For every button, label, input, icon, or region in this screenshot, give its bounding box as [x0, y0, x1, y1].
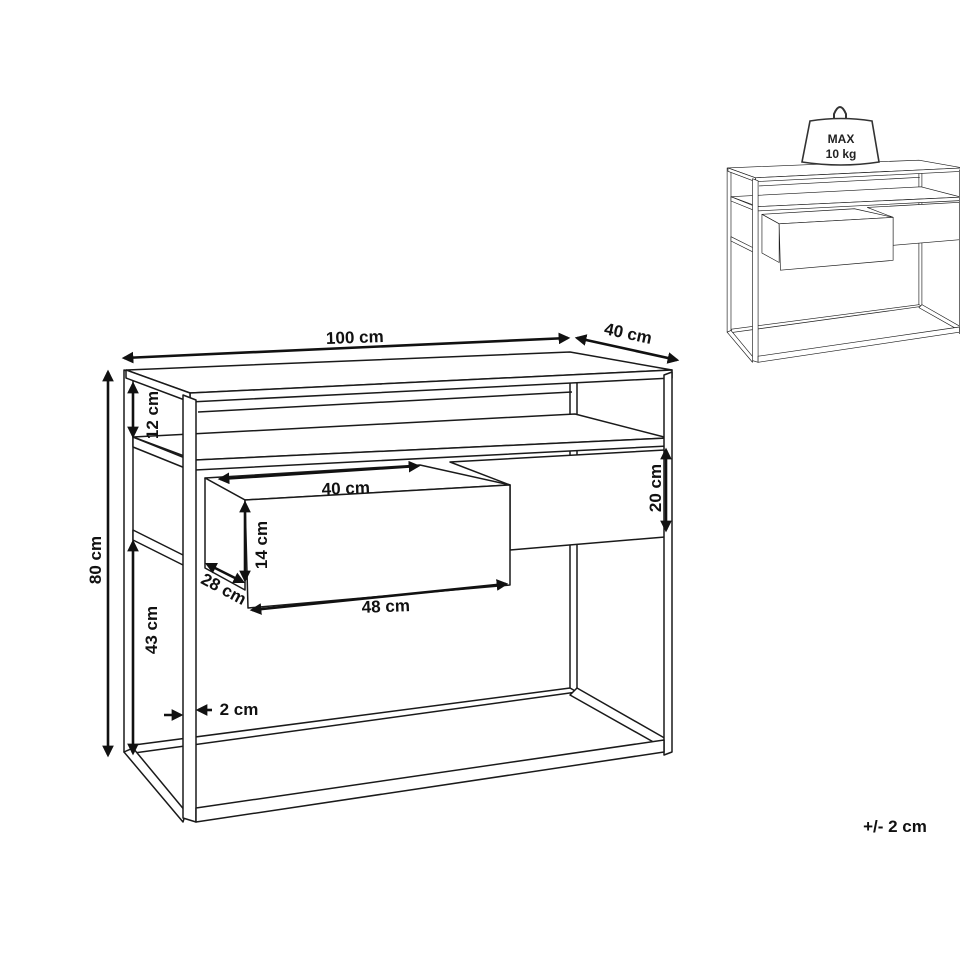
drawer-depth-arrow — [204, 562, 246, 584]
height-label: 80 cm — [86, 536, 105, 584]
drawer-height-label: 14 cm — [252, 521, 271, 569]
depth-label: 40 cm — [603, 319, 654, 348]
max-load-illustration: MAX 10 kg — [726, 106, 960, 363]
drawer-front-width-arrow — [249, 579, 509, 615]
drawer-inner-width-label: 40 cm — [321, 478, 370, 499]
drawer-inner-width-arrow — [217, 460, 421, 485]
depth-arrow — [574, 334, 680, 364]
drawer-front-width-label: 48 cm — [361, 596, 410, 617]
dimension-arrows — [102, 332, 680, 758]
drawer-section-height-label: 20 cm — [646, 464, 665, 512]
frame-thickness-label: 2 cm — [220, 700, 259, 719]
tolerance-label: +/- 2 cm — [863, 817, 927, 836]
max-load-line2: 10 kg — [826, 147, 857, 161]
console-table-thumbnail — [726, 159, 960, 363]
width-arrow — [121, 332, 571, 364]
top-gap-label: 12 cm — [143, 391, 162, 439]
lower-clearance-label: 43 cm — [142, 606, 161, 654]
max-load-line1: MAX — [828, 132, 855, 146]
weight-icon: MAX 10 kg — [801, 106, 880, 166]
width-label: 100 cm — [326, 327, 384, 348]
